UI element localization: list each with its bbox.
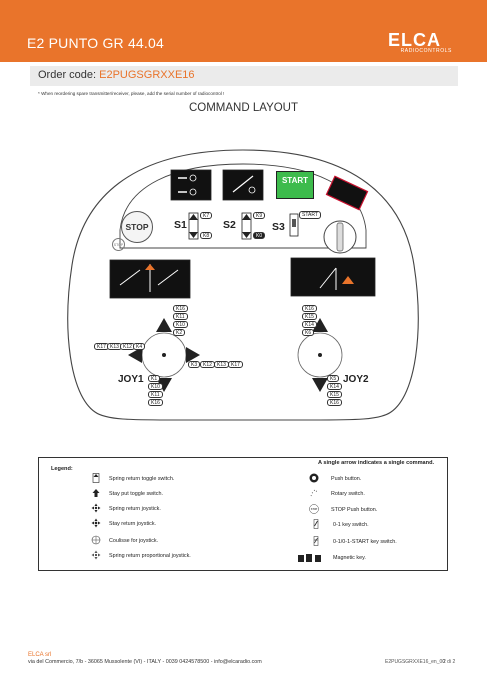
document-title: E2 PUNTO GR 44.04 [27, 35, 164, 51]
rotary-switch[interactable] [323, 220, 357, 254]
legend-right-5: 0-1/0-1-START key switch. [333, 539, 397, 545]
coulisse-icon [91, 535, 101, 545]
spring-toggle-icon [92, 473, 100, 483]
joy2-up-tag-1: K16 [302, 305, 317, 312]
s1-down-tag: K8 [200, 232, 213, 239]
s2-function-panel [222, 169, 264, 201]
legend-left-4: Stay return joystick. [109, 521, 157, 527]
joy1-up-tag-1: K16 [173, 305, 188, 312]
legend-left-5: Coulisse for joystick. [109, 538, 159, 544]
joy2-down-tag-3: K15 [327, 391, 342, 398]
proportional-joystick-icon [91, 550, 101, 560]
stop-button-icon: STOP [309, 504, 319, 514]
joy1-left-tag-4: K4 [133, 343, 146, 350]
joy1-down-tag-2: K10 [148, 383, 163, 390]
s2-toggle-switch[interactable] [241, 212, 252, 240]
footer-doc-code: E2PUGSGRXXE16_en_00 [385, 659, 446, 665]
s2-up-tag: K9 [253, 212, 266, 219]
logo-subtext: RADIOCONTROLS [400, 48, 452, 54]
legend-title: Legend: [51, 466, 73, 472]
legend-left-6: Spring return proportional joystick. [109, 553, 191, 559]
s1-up-tag: K7 [200, 212, 213, 219]
joy1-joystick[interactable] [128, 318, 200, 392]
joy2-up-tag-4: K6 [302, 329, 315, 336]
s1-label: S1 [174, 219, 187, 231]
order-code-label: Order code: E2PUGSGRXXE16 [38, 69, 195, 81]
legend-right-4: 0-1 key switch. [333, 522, 369, 528]
joy2-up-tag-2: K15 [302, 313, 317, 320]
joy1-right-tag-3: K13 [214, 361, 229, 368]
joy1-right-tag-1: K3 [188, 361, 201, 368]
rotary-switch-icon [310, 489, 318, 497]
order-code-value: E2PUGSGRXXE16 [99, 69, 195, 81]
key-switch-panel [325, 175, 369, 211]
joy1-function-panel [109, 259, 191, 299]
reorder-note: * When reordering spare transmitter/rece… [38, 91, 225, 96]
joy1-down-tag-4: K16 [148, 399, 163, 406]
upper-panel [119, 163, 367, 249]
legend-left-1: Spring return toggle switch. [109, 476, 175, 482]
start-key-switch-icon [313, 536, 319, 546]
spring-joystick-icon [91, 503, 101, 513]
legend-right-6: Magnetic key. [333, 555, 366, 561]
magnetic-key-icon [298, 554, 321, 562]
s2-down-tag: K0 [253, 232, 266, 239]
legend-box: Legend: A single arrow indicates a singl… [38, 457, 448, 571]
s3-label: S3 [272, 221, 285, 233]
push-button-icon [309, 473, 319, 483]
legend-left-3: Spring return joystick. [109, 506, 161, 512]
svg-text:STOP: STOP [311, 508, 318, 511]
joy1-up-tag-2: K11 [173, 313, 188, 320]
stay-joystick-icon [91, 518, 101, 528]
joy2-down-tag-1: K5 [327, 375, 340, 382]
joy1-down-tag-3: K11 [148, 391, 163, 398]
s2-label: S2 [223, 219, 236, 231]
s1-function-panel [170, 169, 212, 201]
footer-company: ELCA srl [28, 652, 52, 658]
joy1-up-tag-4: K2 [173, 329, 186, 336]
legend-note: A single arrow indicates a single comman… [318, 460, 435, 466]
legend-right-3: STOP Push button. [331, 507, 378, 513]
header-bar: E2 PUNTO GR 44.04 ELCA RADIOCONTROLS [0, 0, 487, 62]
joy2-down-tag-4: K16 [327, 399, 342, 406]
legend-right-1: Push button. [331, 476, 362, 482]
start-key-tag: START [299, 211, 321, 219]
s3-key-switch[interactable] [289, 213, 299, 237]
joy2-function-panel [290, 257, 376, 297]
legend-right-2: Rotary switch. [331, 491, 365, 497]
joy1-down-tag-1: K1 [148, 375, 161, 382]
section-title: COMMAND LAYOUT [188, 102, 299, 114]
order-code-bar: Order code: E2PUGSGRXXE16 [30, 66, 458, 86]
joy2-coulisse [297, 332, 343, 378]
joy2-label: JOY2 [343, 374, 369, 385]
footer-page-number: 2 di 2 [443, 659, 456, 665]
stay-put-toggle-icon [92, 489, 100, 497]
stop-small-icon: STOP [112, 238, 125, 251]
joy1-right-tag-2: K12 [200, 361, 215, 368]
joy1-right-tag-4: K17 [228, 361, 243, 368]
logo-text: ELCA [388, 30, 441, 50]
joy1-label: JOY1 [118, 374, 144, 385]
joy2-up-tag-3: K14 [302, 321, 317, 328]
joy2-down-tag-2: K14 [327, 383, 342, 390]
elca-logo: ELCA RADIOCONTROLS [388, 30, 452, 56]
key-switch-icon [313, 519, 319, 529]
body-outline [67, 149, 419, 421]
joy2-joystick[interactable] [312, 318, 328, 392]
joy1-up-tag-3: K10 [173, 321, 188, 328]
legend-left-2: Stay put toggle switch. [109, 491, 163, 497]
footer-address: via del Commercio, 7/b - 36065 Mussolent… [28, 659, 262, 665]
start-panel: START [276, 171, 314, 199]
stop-push-button[interactable]: STOP [121, 211, 153, 243]
s1-toggle-switch[interactable] [188, 212, 199, 240]
